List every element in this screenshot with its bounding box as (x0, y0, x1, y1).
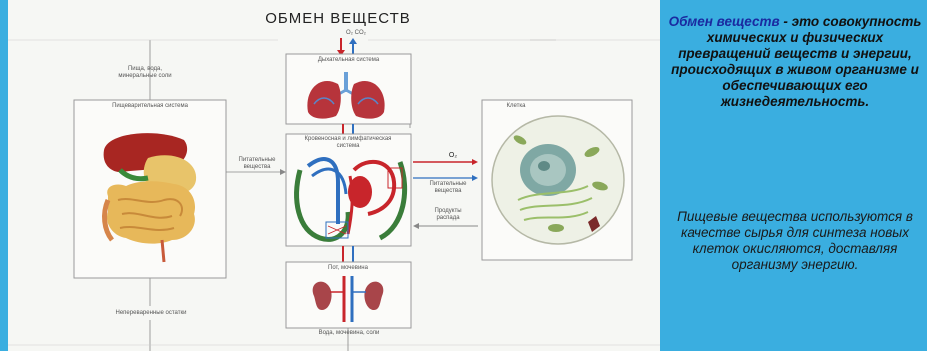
metabolism-diagram: ОБМЕН ВЕЩЕСТВ O₂ CO₂ (8, 0, 660, 351)
undigested-remains-label: Непереваренные остатки (86, 310, 216, 317)
diagram-graphics (8, 0, 660, 351)
note-paragraph: Пищевые вещества используются в качестве… (664, 209, 926, 273)
food-inputs-label: Пища, вода, минеральные соли (90, 66, 200, 80)
cell-illustration (492, 116, 624, 244)
excretory-top-label: Пот, мочевина (298, 265, 398, 272)
excretory-bottom-label: Вода, мочевина, соли (290, 330, 408, 337)
oxygen-arrow (337, 38, 345, 56)
decay-products-label: Продукты распада (418, 208, 478, 222)
definition-paragraph: Обмен веществ - это совокупность химичес… (664, 14, 926, 110)
cell-label: Клетка (486, 103, 546, 110)
carbon-dioxide-arrow (349, 38, 357, 56)
digestive-system-label: Пищеварительная система (78, 103, 222, 110)
definition-term: Обмен веществ (669, 14, 780, 29)
text-panel: Обмен веществ - это совокупность химичес… (660, 0, 927, 351)
respiratory-system-label: Дыхательная система (286, 57, 411, 64)
nutrients-to-cell-label: Питательные вещества (418, 181, 478, 195)
oxygen-label: O₂ (438, 152, 468, 159)
nutrients-label: Питательные вещества (230, 157, 284, 171)
circulatory-system-label: Кровеносная и лимфатическая система (298, 136, 398, 150)
